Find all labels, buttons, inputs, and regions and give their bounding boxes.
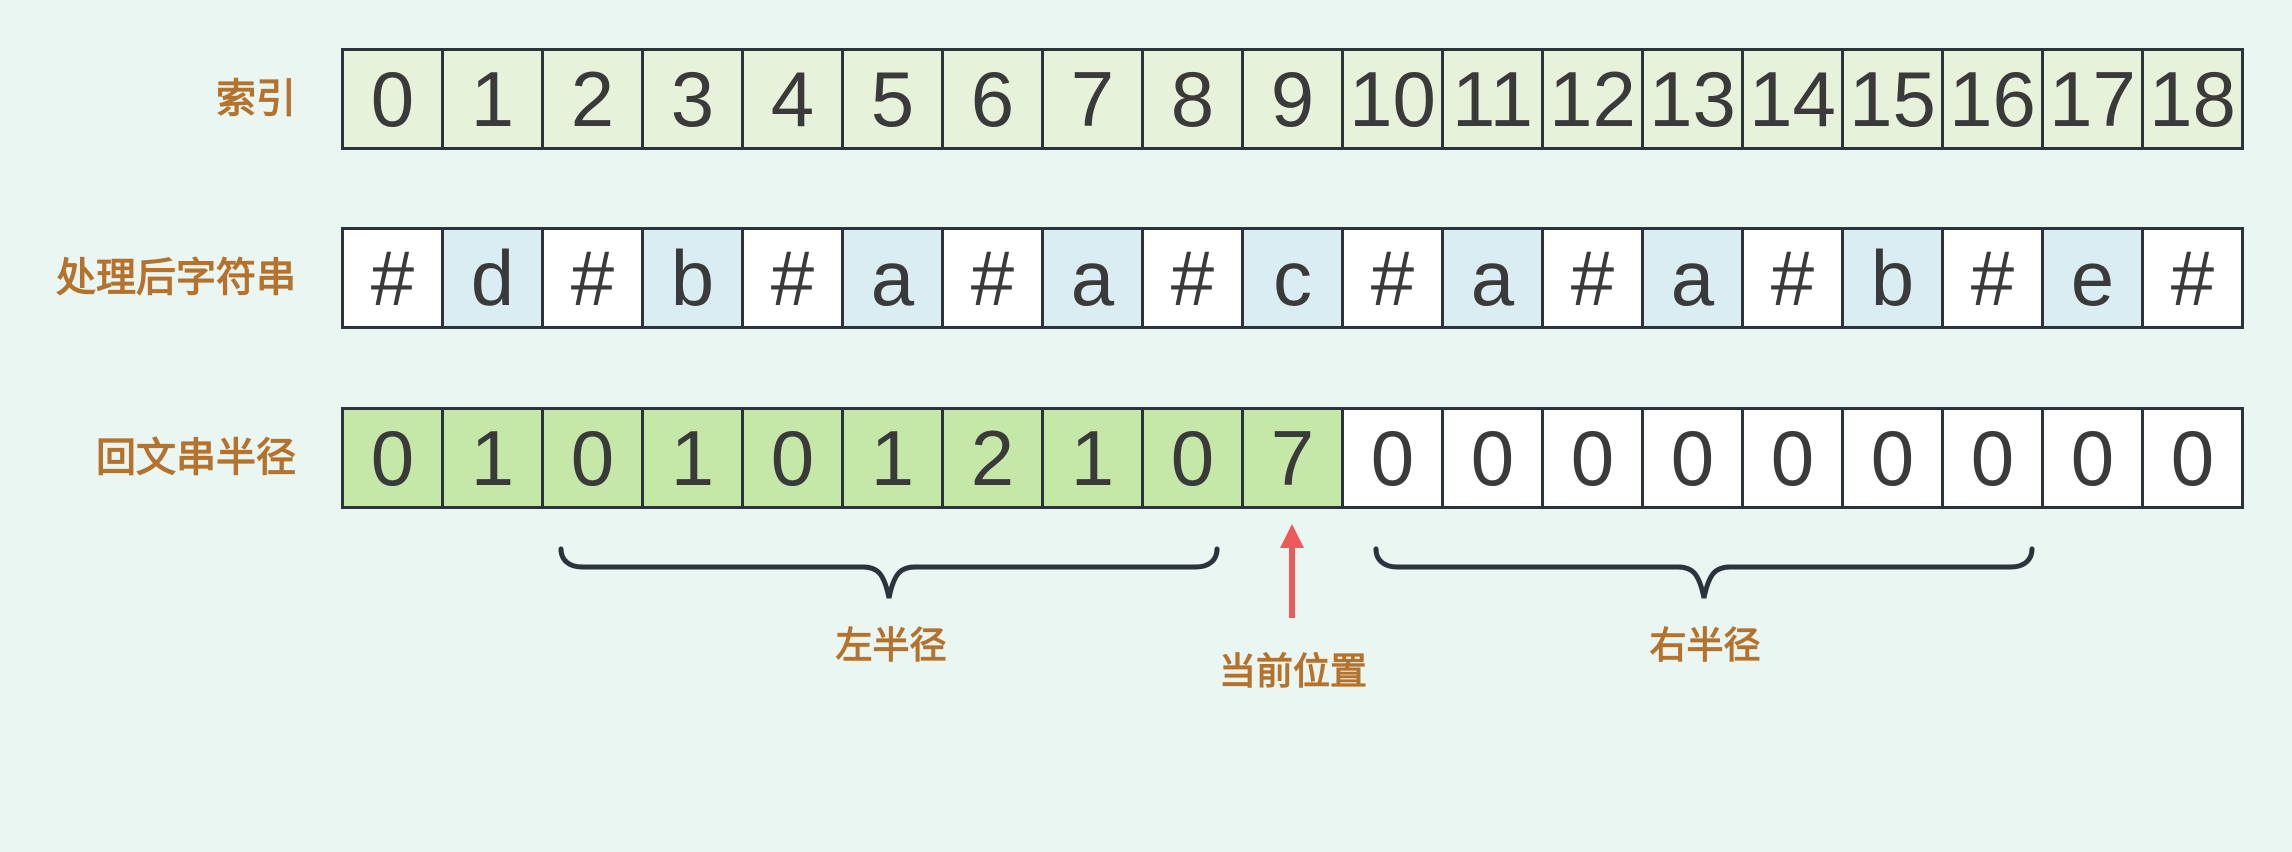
radius-cell: 0 <box>1841 407 1944 509</box>
index-cell: 16 <box>1941 48 2044 150</box>
current-position-label: 当前位置 <box>1219 651 1367 692</box>
current-position-arrow-shaft <box>1289 546 1295 618</box>
char-cell: # <box>741 227 844 329</box>
index-cell: 13 <box>1641 48 1744 150</box>
radius-cell: 0 <box>1641 407 1744 509</box>
char-cell: a <box>1441 227 1544 329</box>
index-cell: 4 <box>741 48 844 150</box>
char-cell: # <box>1741 227 1844 329</box>
radius-cell: 0 <box>541 407 644 509</box>
radius-cell: 0 <box>1541 407 1644 509</box>
index-cell: 11 <box>1441 48 1544 150</box>
row-label-processed-string: 处理后字符串 <box>56 256 296 300</box>
char-cell: # <box>1141 227 1244 329</box>
radius-cell: 0 <box>341 407 444 509</box>
char-cell: e <box>2041 227 2144 329</box>
char-cell: # <box>1341 227 1444 329</box>
char-cell: # <box>941 227 1044 329</box>
index-cell: 8 <box>1141 48 1244 150</box>
right-radius-brace <box>1373 546 2035 599</box>
char-cell: # <box>1941 227 2044 329</box>
radius-cell: 0 <box>1141 407 1244 509</box>
index-cell: 15 <box>1841 48 1944 150</box>
char-cell: c <box>1241 227 1344 329</box>
char-cell: # <box>2141 227 2244 329</box>
radius-cell: 1 <box>1041 407 1144 509</box>
index-cell: 3 <box>641 48 744 150</box>
left-radius-brace <box>558 546 1220 599</box>
radius-cell: 1 <box>441 407 544 509</box>
char-cell: a <box>1641 227 1744 329</box>
index-cell: 18 <box>2141 48 2244 150</box>
radius-cell: 1 <box>841 407 944 509</box>
left-radius-label: 左半径 <box>835 625 947 666</box>
row-label-palindrome-radius: 回文串半径 <box>96 436 296 480</box>
index-cell: 7 <box>1041 48 1144 150</box>
char-cell: # <box>1541 227 1644 329</box>
char-cell: # <box>541 227 644 329</box>
radius-cell: 1 <box>641 407 744 509</box>
index-cell: 12 <box>1541 48 1644 150</box>
radius-cell: 0 <box>1341 407 1444 509</box>
char-cell: a <box>1041 227 1144 329</box>
char-cell: b <box>641 227 744 329</box>
radius-cell: 0 <box>1941 407 2044 509</box>
char-cell: # <box>341 227 444 329</box>
row-label-index: 索引 <box>216 77 296 121</box>
index-cell: 10 <box>1341 48 1444 150</box>
index-cell: 17 <box>2041 48 2144 150</box>
index-cell: 14 <box>1741 48 1844 150</box>
radius-cell: 0 <box>741 407 844 509</box>
radius-cell: 0 <box>1741 407 1844 509</box>
right-radius-label: 右半径 <box>1649 625 1761 666</box>
index-cell: 2 <box>541 48 644 150</box>
index-cell: 9 <box>1241 48 1344 150</box>
index-cell: 6 <box>941 48 1044 150</box>
char-cell: a <box>841 227 944 329</box>
index-cell: 0 <box>341 48 444 150</box>
radius-cell: 0 <box>1441 407 1544 509</box>
radius-cell: 2 <box>941 407 1044 509</box>
current-position-arrow-icon <box>1280 524 1304 548</box>
index-cell: 1 <box>441 48 544 150</box>
processed-string-row: #d#b#a#a#c#a#a#b#e# <box>341 227 2244 329</box>
index-cell: 5 <box>841 48 944 150</box>
char-cell: d <box>441 227 544 329</box>
radius-cell: 0 <box>2141 407 2244 509</box>
radius-cell: 0 <box>2041 407 2144 509</box>
radius-cell: 7 <box>1241 407 1344 509</box>
char-cell: b <box>1841 227 1944 329</box>
